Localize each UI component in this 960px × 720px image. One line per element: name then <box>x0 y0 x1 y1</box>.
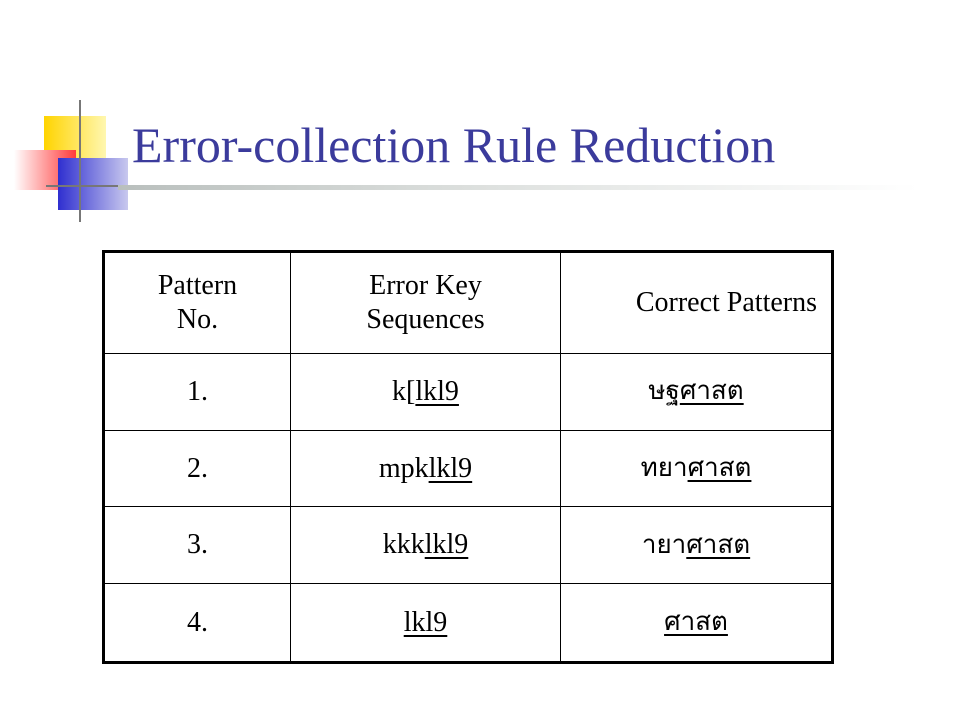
error-key-sequence: kkklkl9 <box>290 506 561 585</box>
table-row: 4. lkl9 ศาสต <box>103 583 833 663</box>
pattern-number: 4. <box>103 583 291 663</box>
pattern-number: 1. <box>103 353 291 431</box>
table-header-row: Pattern No. Error Key Sequences Correct … <box>103 251 833 354</box>
correct-pattern: ายาศาสต <box>560 506 833 585</box>
error-key-sequence: k[lkl9 <box>290 353 561 431</box>
correct-pattern: ษฐศาสต <box>560 353 833 431</box>
pattern-number: 2. <box>103 429 291 508</box>
header-correct-patterns: Correct Patterns <box>560 251 833 354</box>
slide-logo-decoration <box>14 100 128 222</box>
header-error-key-sequences: Error Key Sequences <box>290 251 561 354</box>
title-underline-rule <box>118 185 918 190</box>
table-row: 1. k[lkl9 ษฐศาสต <box>103 353 833 431</box>
header-pattern-no: Pattern No. <box>103 251 291 354</box>
error-pattern-table: Pattern No. Error Key Sequences Correct … <box>102 250 834 664</box>
error-key-sequence: lkl9 <box>290 583 561 663</box>
error-key-sequence: mpklkl9 <box>290 429 561 508</box>
slide-title: Error-collection Rule Reduction <box>132 117 776 173</box>
table-row: 3. kkklkl9 ายาศาสต <box>103 506 833 585</box>
table-row: 2. mpklkl9 ทยาศาสต <box>103 429 833 508</box>
correct-pattern: ทยาศาสต <box>560 429 833 508</box>
pattern-number: 3. <box>103 506 291 585</box>
correct-pattern: ศาสต <box>560 583 833 663</box>
